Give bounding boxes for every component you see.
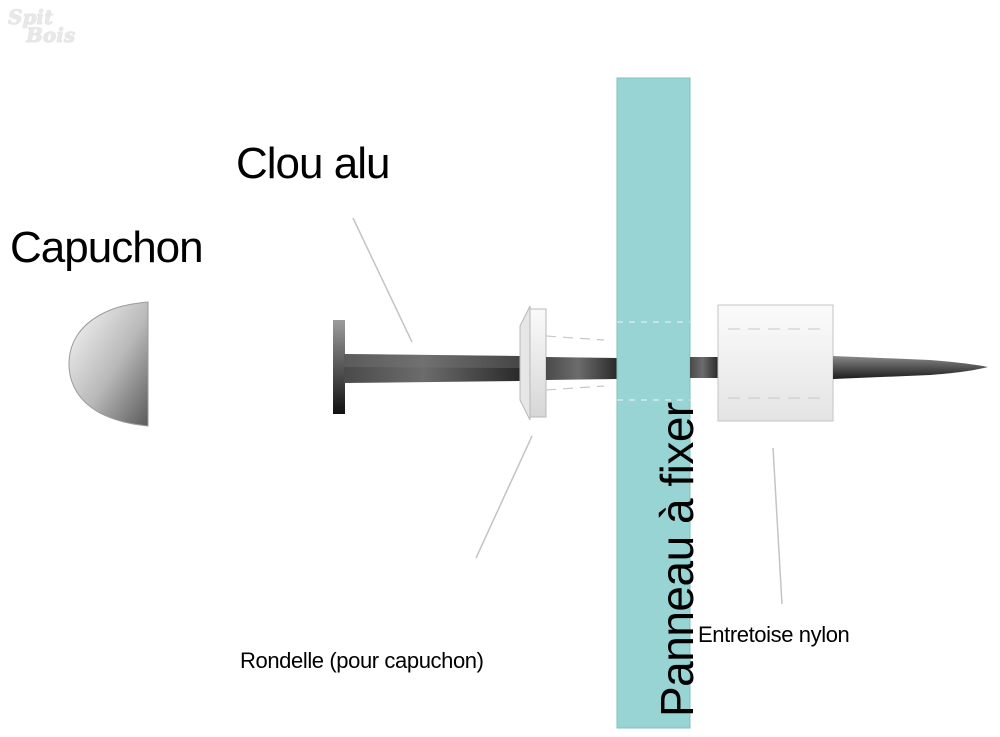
watermark-line1: Spit xyxy=(8,5,54,29)
nail-head xyxy=(333,320,345,414)
nail-tip xyxy=(833,356,988,379)
leader-clou xyxy=(352,217,413,343)
leader-rondelle xyxy=(475,435,533,559)
label-panneau: Panneau à fixer xyxy=(651,402,703,717)
label-rondelle: Rondelle (pour capuchon) xyxy=(240,648,484,673)
watermark-logo: Spit Bois xyxy=(8,5,76,47)
washer xyxy=(519,305,605,421)
watermark-line2: Bois xyxy=(26,23,76,47)
label-entretoise: Entretoise nylon xyxy=(698,622,850,647)
label-clou-alu: Clou alu xyxy=(236,139,390,188)
panel xyxy=(616,77,691,729)
leader-entretoise xyxy=(772,447,783,605)
label-capuchon: Capuchon xyxy=(10,223,204,272)
cap-shape xyxy=(68,301,149,427)
spacer xyxy=(717,304,834,422)
nail-shaft xyxy=(344,354,520,383)
